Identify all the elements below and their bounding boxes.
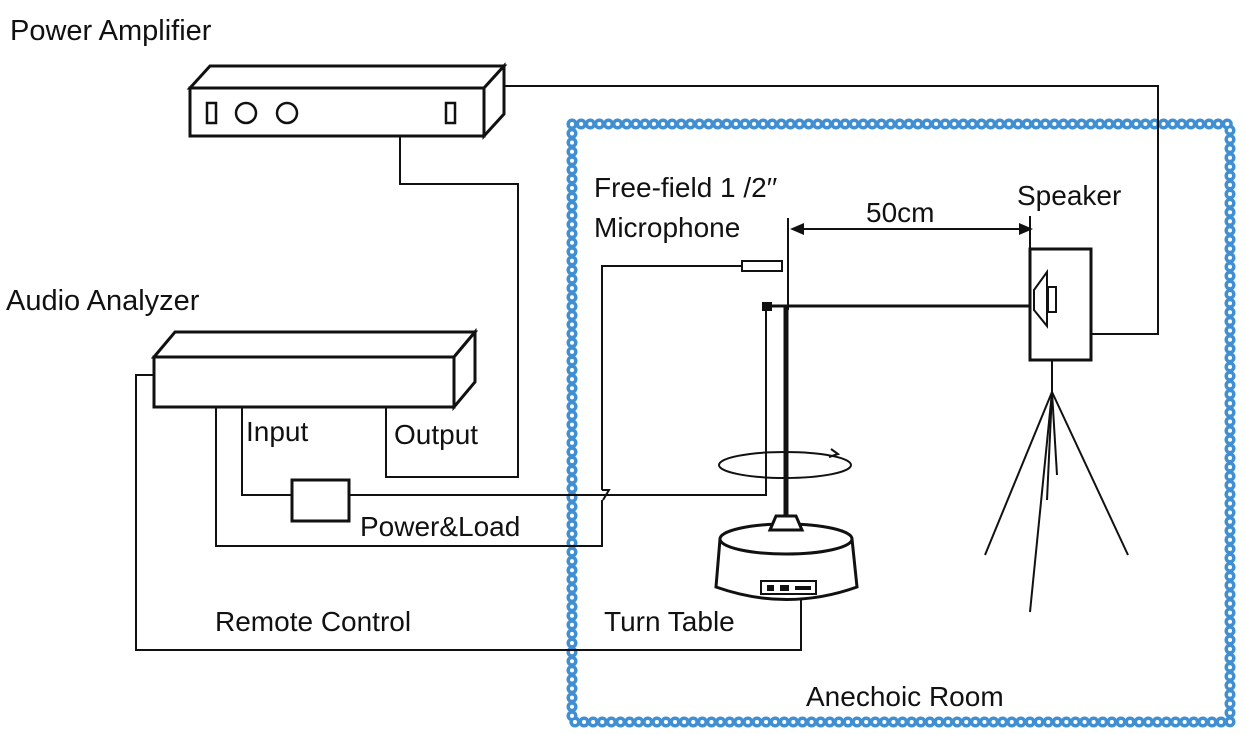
amplifier-controls <box>205 101 457 125</box>
rotation-arrow <box>718 448 852 479</box>
turn-table-label: Turn Table <box>604 606 735 637</box>
cable-powerload-to-mic <box>349 309 767 496</box>
boom-arm <box>762 302 1030 518</box>
power-amplifier-box <box>186 62 508 140</box>
cable-amp-to-speaker <box>504 85 1159 335</box>
microphone-label-line1: Free-field 1 /2′′ <box>594 172 777 203</box>
power-load-box <box>290 478 351 523</box>
cable-crossover <box>602 489 611 501</box>
power-amplifier-label: Power Amplifier <box>10 15 212 47</box>
cable-input-to-powerload <box>241 407 292 496</box>
anechoic-room-border <box>566 118 1236 728</box>
audio-analyzer-label: Audio Analyzer <box>6 285 200 317</box>
speaker-tripod <box>984 360 1129 613</box>
speaker <box>1028 247 1093 362</box>
input-label: Input <box>246 416 308 447</box>
cables <box>135 85 1159 651</box>
cable-output-to-amp <box>385 136 519 478</box>
cable-mic-rise <box>601 265 742 490</box>
microphone-label-line2: Microphone <box>594 212 740 243</box>
anechoic-room-label: Anechoic Room <box>806 681 1004 712</box>
remote-control-label: Remote Control <box>215 606 411 637</box>
speaker-label: Speaker <box>1017 180 1121 211</box>
distance-label: 50cm <box>866 197 934 228</box>
output-label: Output <box>394 419 478 450</box>
power-load-label: Power&Load <box>360 511 520 542</box>
microphone <box>741 218 789 310</box>
cable-analyzer-to-mic <box>215 407 603 547</box>
distance-dimension <box>790 216 1033 250</box>
turn-table <box>714 514 859 601</box>
cable-remote-control <box>135 374 802 651</box>
audio-analyzer-box <box>150 327 479 412</box>
